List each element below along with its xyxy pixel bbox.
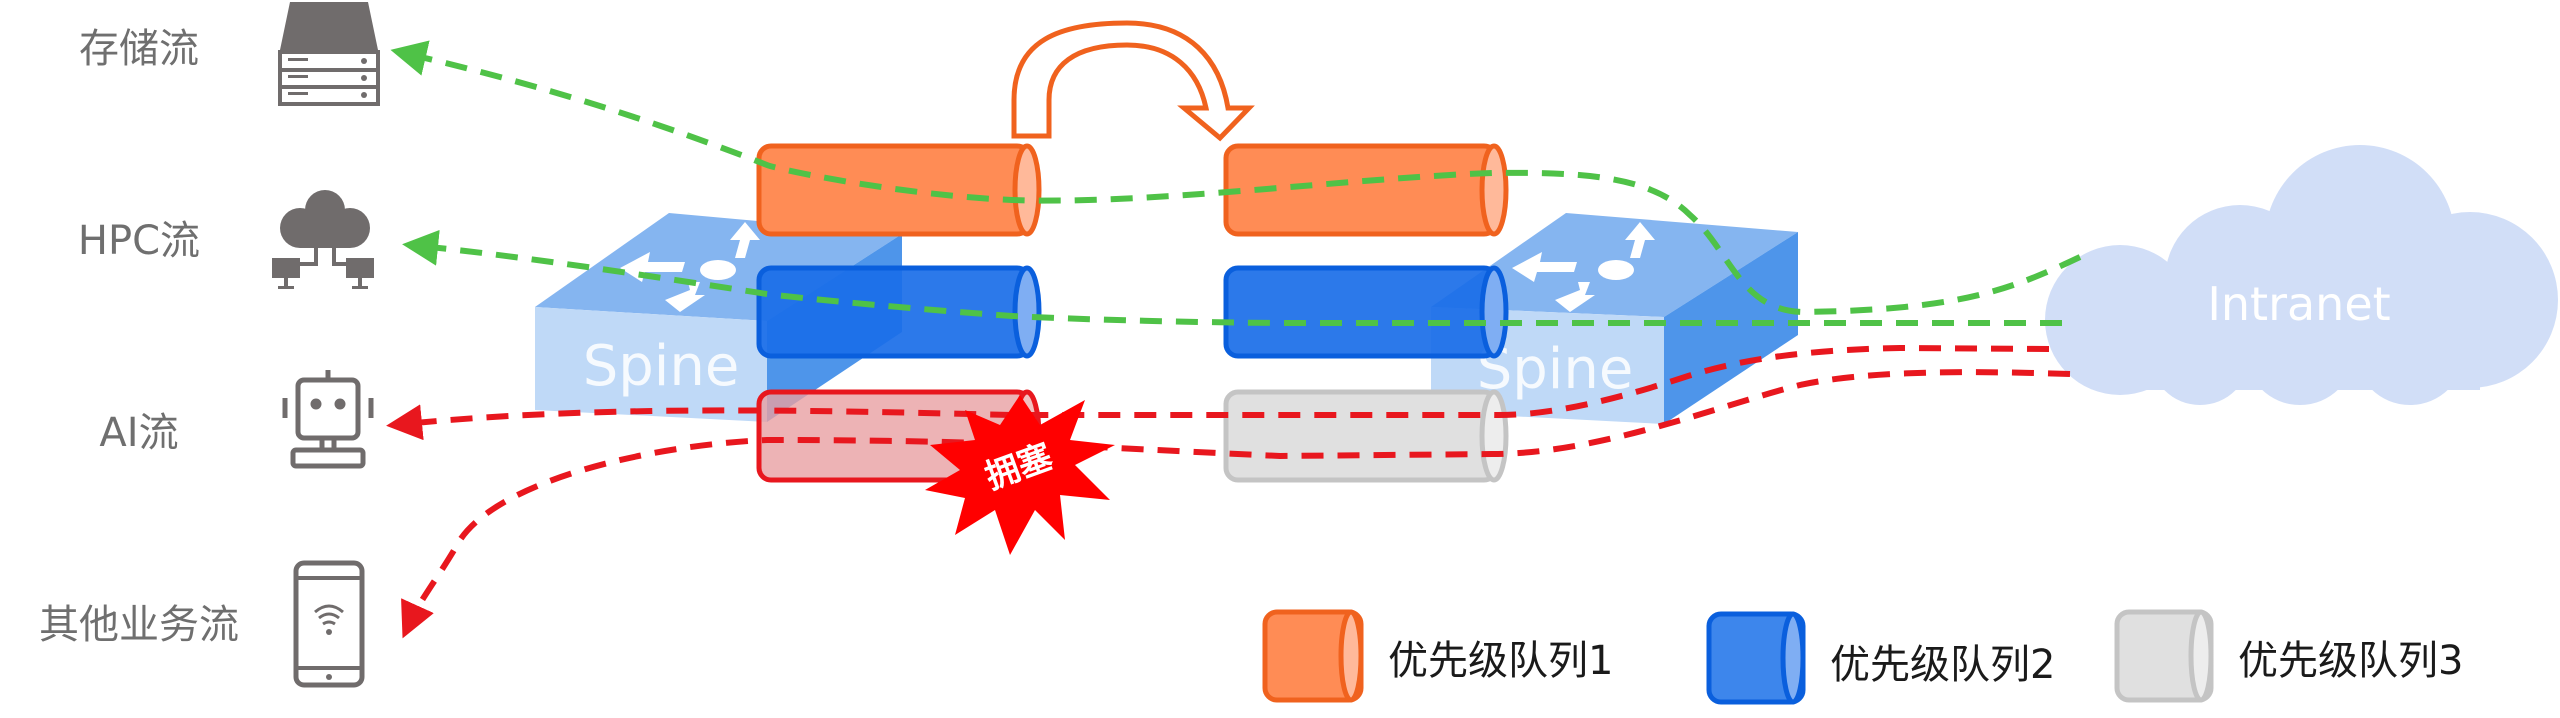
- intranet-label: Intranet: [2207, 277, 2390, 331]
- legend-item-priority3: 优先级队列3: [2114, 609, 2463, 703]
- queue-left-priority2: [756, 265, 1042, 359]
- legend-label-priority3: 优先级队列3: [2238, 638, 2463, 684]
- flow-label-hpc: HPC流: [78, 218, 200, 264]
- queue-left-priority1: [756, 143, 1042, 237]
- flow-label-storage: 存储流: [79, 26, 199, 72]
- intranet-cloud: Intranet: [2045, 145, 2558, 405]
- switch-label-left: Spine: [583, 334, 740, 399]
- flow-label-ai: AI流: [99, 410, 178, 456]
- queue-right-priority3: [1223, 389, 1509, 483]
- legend-label-priority1: 优先级队列1: [1388, 638, 1613, 684]
- switch-arrows-icon: [1512, 222, 1655, 312]
- switch-arrows-icon: [620, 222, 760, 312]
- legend-item-priority1: 优先级队列1: [1262, 609, 1613, 703]
- queue-right-priority2: [1223, 265, 1509, 359]
- robot-icon: [282, 370, 374, 469]
- priority-shift-arrow: [1011, 20, 1255, 142]
- legend-item-priority2: 优先级队列2: [1706, 611, 2055, 705]
- phone-icon: [293, 560, 365, 688]
- flow-label-other: 其他业务流: [39, 602, 239, 648]
- legend-label-priority2: 优先级队列2: [1830, 642, 2055, 688]
- cloud-network-icon: [272, 190, 374, 289]
- congestion-burst: 拥塞: [925, 395, 1115, 555]
- hpc-flow-path: [402, 229, 2062, 326]
- other-flow-path: [401, 369, 2071, 639]
- legend: 优先级队列1 优先级队列2 优先级队列3: [1262, 609, 2463, 705]
- server-icon: [278, 2, 380, 106]
- storage-flow-path: [390, 40, 2082, 316]
